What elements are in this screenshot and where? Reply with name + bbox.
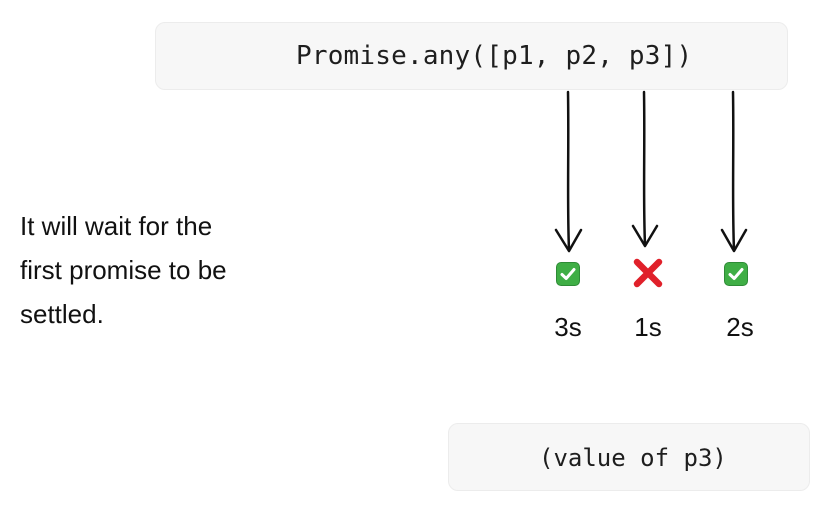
result-text: (value of p3) (539, 444, 727, 472)
explanation-note: It will wait for the first promise to be… (20, 204, 320, 336)
promise-any-call-box: Promise.any([p1, p2, p3]) (155, 22, 788, 90)
p3-time-label: 2s (726, 312, 754, 342)
p2-time-label: 1s (634, 312, 662, 342)
result-box: (value of p3) (448, 423, 810, 491)
note-line-1: It will wait for the (20, 211, 213, 241)
note-line-3: settled. (20, 299, 104, 329)
promise-any-call-text: Promise.any([p1, p2, p3]) (296, 41, 693, 71)
arrow-p3 (720, 90, 748, 253)
note-line-2: first promise to be (20, 255, 227, 285)
arrow-p2 (631, 90, 659, 248)
check-icon (556, 262, 580, 286)
cross-icon (631, 256, 665, 290)
arrow-p1 (554, 90, 583, 253)
check-icon (724, 262, 748, 286)
p1-time-label: 3s (554, 312, 582, 342)
